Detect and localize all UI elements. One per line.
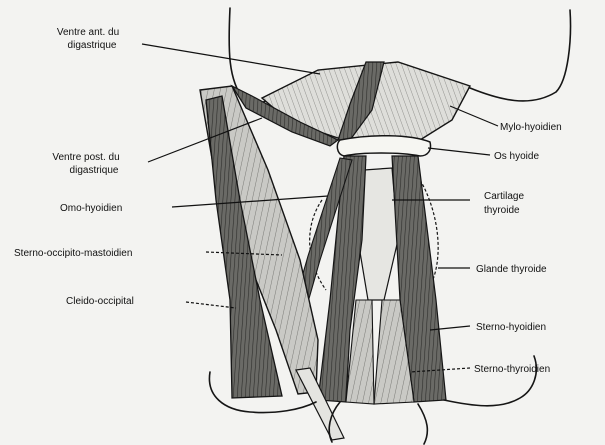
- label-sterno-thyroidien: Sterno-thyroidien: [474, 364, 550, 375]
- label-cleido-occipital: Cleido-occipital: [66, 296, 134, 307]
- label-sterno-hyoidien: Sterno-hyoidien: [476, 322, 546, 333]
- chin-outline: [470, 10, 570, 101]
- leader-os-hyoide: [428, 148, 490, 155]
- label-glande-thyroide: Glande thyroide: [476, 264, 547, 275]
- label-mylo-hyoidien: Mylo-hyoidien: [500, 122, 562, 133]
- label-ventre-post-line2: digastrique: [70, 165, 119, 176]
- label-cartilage-line1: Cartilage: [484, 191, 524, 202]
- label-ventre-ant-line2: digastrique: [68, 40, 117, 51]
- label-sterno-occipito-mastoidien: Sterno-occipito-mastoidien: [14, 248, 132, 259]
- label-omo-hyoidien: Omo-hyoidien: [60, 203, 122, 214]
- leader-cleido-occipital: [186, 302, 236, 308]
- os-hyoide-bone: [337, 136, 430, 156]
- label-ventre-post-line1: Ventre post. du: [52, 152, 119, 163]
- sternum-outline-right: [418, 404, 427, 444]
- leader-mylo-hyoidien: [450, 106, 498, 126]
- label-cartilage-line2: thyroide: [484, 205, 520, 216]
- label-os-hyoide: Os hyoide: [494, 151, 539, 162]
- label-ventre-ant-line1: Ventre ant. du: [57, 27, 119, 38]
